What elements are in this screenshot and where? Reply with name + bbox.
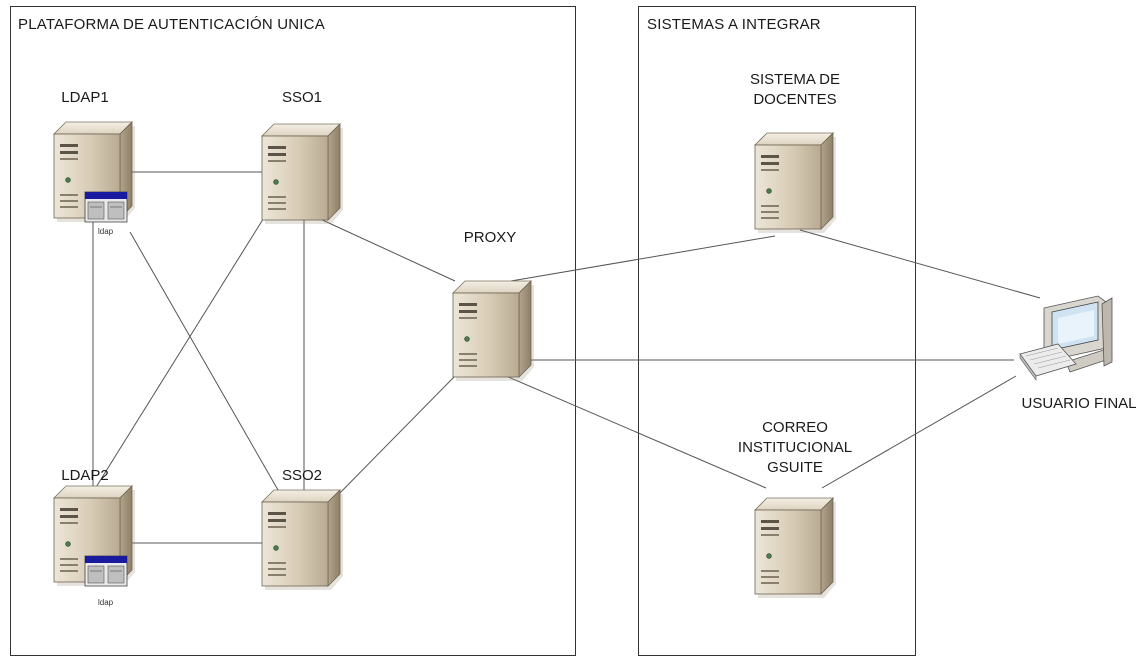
correo-label-line: CORREO xyxy=(762,419,828,436)
correo-label-line: INSTITUCIONAL xyxy=(737,439,853,456)
connection-correo-usuario xyxy=(821,375,1017,489)
server-icon xyxy=(754,497,837,599)
server-body xyxy=(261,489,344,591)
ldap-badge-icon xyxy=(84,191,128,223)
connection-sso2-proxy xyxy=(332,375,456,501)
ldap2-label: LDAP2 xyxy=(61,467,109,484)
ldap1-sublabel: ldap xyxy=(98,227,114,236)
platform-group-title: PLATAFORMA DE AUTENTICACIÓN UNICA xyxy=(18,16,325,33)
server-icon xyxy=(261,489,344,591)
nodes-layer xyxy=(53,121,1113,599)
server-body xyxy=(452,280,535,382)
connection-proxy-correo xyxy=(505,375,767,489)
correo-label: CORREO INSTITUCIONAL GSUITE xyxy=(720,418,870,478)
proxy-label: PROXY xyxy=(463,229,517,246)
server-body xyxy=(261,123,344,225)
connection-docentes-usuario xyxy=(799,229,1041,299)
connection-sso1-ldap2 xyxy=(92,207,271,493)
docentes-label-line: SISTEMA DE xyxy=(749,71,841,88)
server-icon xyxy=(452,280,535,382)
sso1-label: SSO1 xyxy=(281,89,323,106)
usuario-label: USUARIO FINAL xyxy=(1021,395,1137,412)
server-body xyxy=(754,497,837,599)
ldap-server-icon xyxy=(53,485,136,587)
ldap1-label: LDAP1 xyxy=(61,89,109,106)
server-body xyxy=(754,132,837,234)
server-icon xyxy=(261,123,344,225)
ldap2-sublabel: ldap xyxy=(98,598,114,607)
ldap-server-icon xyxy=(53,121,136,223)
desktop-computer-icon xyxy=(1019,295,1113,381)
connection-sso1-proxy xyxy=(317,217,456,282)
connection-proxy-docentes xyxy=(510,235,776,282)
sso2-label: SSO2 xyxy=(281,467,323,484)
server-icon xyxy=(754,132,837,234)
connection-ldap1-sso2 xyxy=(129,231,279,491)
connections-layer xyxy=(92,171,1041,544)
ldap-badge-icon xyxy=(84,555,128,587)
docentes-label-line: DOCENTES xyxy=(753,91,837,108)
docentes-label: SISTEMA DE DOCENTES xyxy=(730,70,860,110)
correo-label-line: GSUITE xyxy=(767,459,823,476)
systems-group-title: SISTEMAS A INTEGRAR xyxy=(647,16,821,33)
